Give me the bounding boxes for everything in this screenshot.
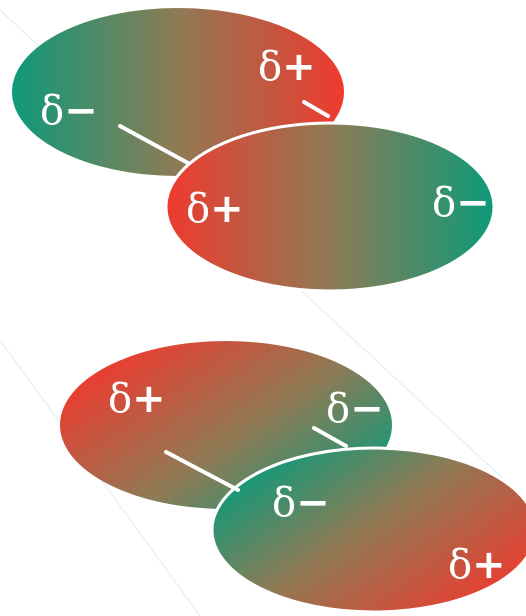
dipole-attraction-lines bbox=[118, 100, 330, 165]
delta-symbol: δ bbox=[432, 180, 456, 226]
partial-charge-right: δ+ bbox=[448, 542, 506, 588]
charge-sign: − bbox=[350, 386, 384, 432]
charge-sign: + bbox=[282, 44, 316, 90]
charge-sign: + bbox=[132, 376, 166, 422]
attraction-line bbox=[302, 100, 330, 118]
top-dipole-pair: δ− δ+ δ+ δ− bbox=[12, 8, 496, 293]
bottom-dipole-pair: δ+ δ− δ− δ+ bbox=[60, 341, 526, 614]
partial-charge-right: δ− bbox=[326, 386, 384, 432]
bottom-front-molecule: δ− δ+ bbox=[210, 446, 526, 614]
delta-symbol: δ bbox=[258, 44, 282, 90]
partial-charge-right: δ− bbox=[432, 180, 490, 226]
charge-sign: + bbox=[472, 542, 506, 588]
delta-symbol: δ bbox=[108, 376, 132, 422]
charge-sign: + bbox=[210, 186, 244, 232]
partial-charge-left: δ− bbox=[40, 88, 98, 134]
charge-sign: − bbox=[456, 180, 490, 226]
charge-sign: − bbox=[64, 88, 98, 134]
top-front-molecule: δ+ δ− bbox=[164, 121, 496, 293]
delta-symbol: δ bbox=[186, 186, 210, 232]
delta-symbol: δ bbox=[40, 88, 64, 134]
dipole-attraction-lines bbox=[164, 426, 348, 492]
charge-sign: − bbox=[296, 480, 330, 526]
partial-charge-right: δ+ bbox=[258, 44, 316, 90]
partial-charge-left: δ− bbox=[272, 480, 330, 526]
partial-charge-left: δ+ bbox=[186, 186, 244, 232]
attraction-line bbox=[164, 450, 240, 492]
attraction-line bbox=[118, 124, 190, 165]
molecule-ellipse bbox=[164, 121, 496, 293]
delta-symbol: δ bbox=[448, 542, 472, 588]
delta-symbol: δ bbox=[326, 386, 350, 432]
attraction-line bbox=[312, 426, 348, 448]
partial-charge-left: δ+ bbox=[108, 376, 166, 422]
molecule-ellipse bbox=[210, 446, 526, 614]
delta-symbol: δ bbox=[272, 480, 296, 526]
